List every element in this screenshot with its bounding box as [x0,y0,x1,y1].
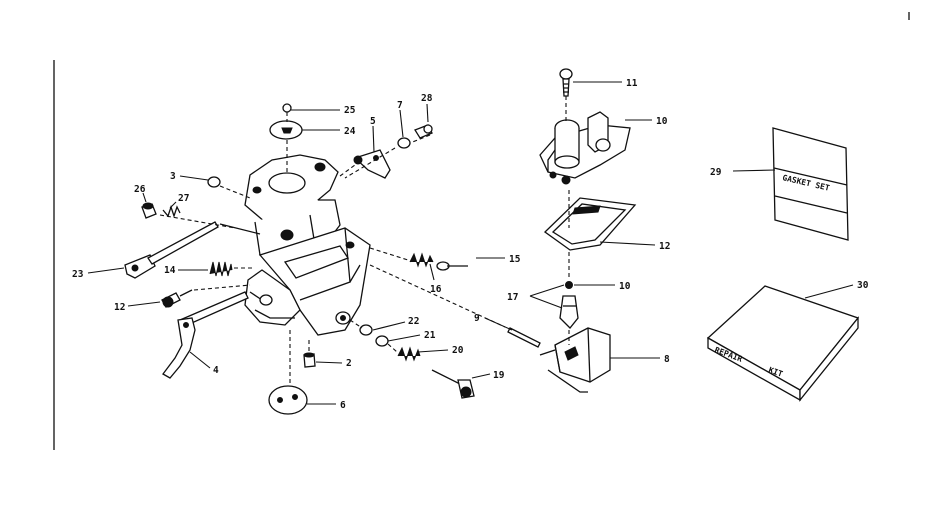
float-pin [507,327,541,348]
label-29: 29 [710,167,722,178]
label-18: 10 [619,281,631,292]
part-24 [269,120,303,140]
carburetor-body [244,154,371,336]
part-7 [397,137,411,149]
part-26 [141,202,157,219]
label-9: 9 [474,313,480,324]
label-8: 8 [664,354,670,365]
pump-screw [559,68,573,97]
part-13 [161,289,193,308]
label-21: 21 [424,330,436,341]
part-15 [436,261,468,271]
label-24: 24 [344,126,356,137]
part-14 [209,261,233,277]
label-25: 25 [344,105,356,116]
label-26: 26 [134,184,146,195]
label-14: 14 [164,265,176,276]
label-13: 12 [114,302,125,313]
repair-kit-box: REPAIR KIT [706,285,860,402]
part-20 [397,346,421,362]
part-28 [414,124,433,139]
assembly-lines [159,96,570,386]
label-2: 2 [346,358,352,369]
part-27 [162,204,181,219]
label-5: 5 [370,116,376,127]
part-25 [282,103,292,113]
part-16 [409,252,434,268]
label-15: 15 [509,254,521,265]
part-4 [162,291,249,379]
label-16: 16 [430,284,442,295]
label-12: 12 [659,241,670,252]
label-30: 30 [857,280,869,291]
label-7: 7 [397,100,403,111]
label-27: 27 [178,193,189,204]
part-3 [207,176,221,188]
part-21 [375,335,389,347]
pump-gasket [543,197,637,251]
label-28: 28 [421,93,433,104]
label-6: 6 [340,400,346,411]
label-4: 4 [213,365,219,376]
label-3: 3 [170,171,176,182]
label-10: 10 [656,116,668,127]
part-6 [268,385,308,415]
pump-cover [539,111,631,185]
label-20: 20 [452,345,464,356]
label-17: 17 [507,292,518,303]
needle-valve [559,281,579,329]
part-19 [431,369,475,399]
float-assembly [539,327,611,393]
label-22: 22 [408,316,419,327]
gasket-set-card: GASKET SET [772,127,849,241]
part-22 [359,324,373,336]
leader-lines [87,81,854,405]
part-5 [353,149,391,179]
label-11: 11 [626,78,638,89]
label-23: 23 [72,269,84,280]
part-23 [124,221,261,279]
label-19: 19 [493,370,505,381]
part-2 [303,352,316,368]
part-labels: 25 24 3 5 7 28 26 27 23 14 12 4 2 6 15 1… [72,78,869,411]
